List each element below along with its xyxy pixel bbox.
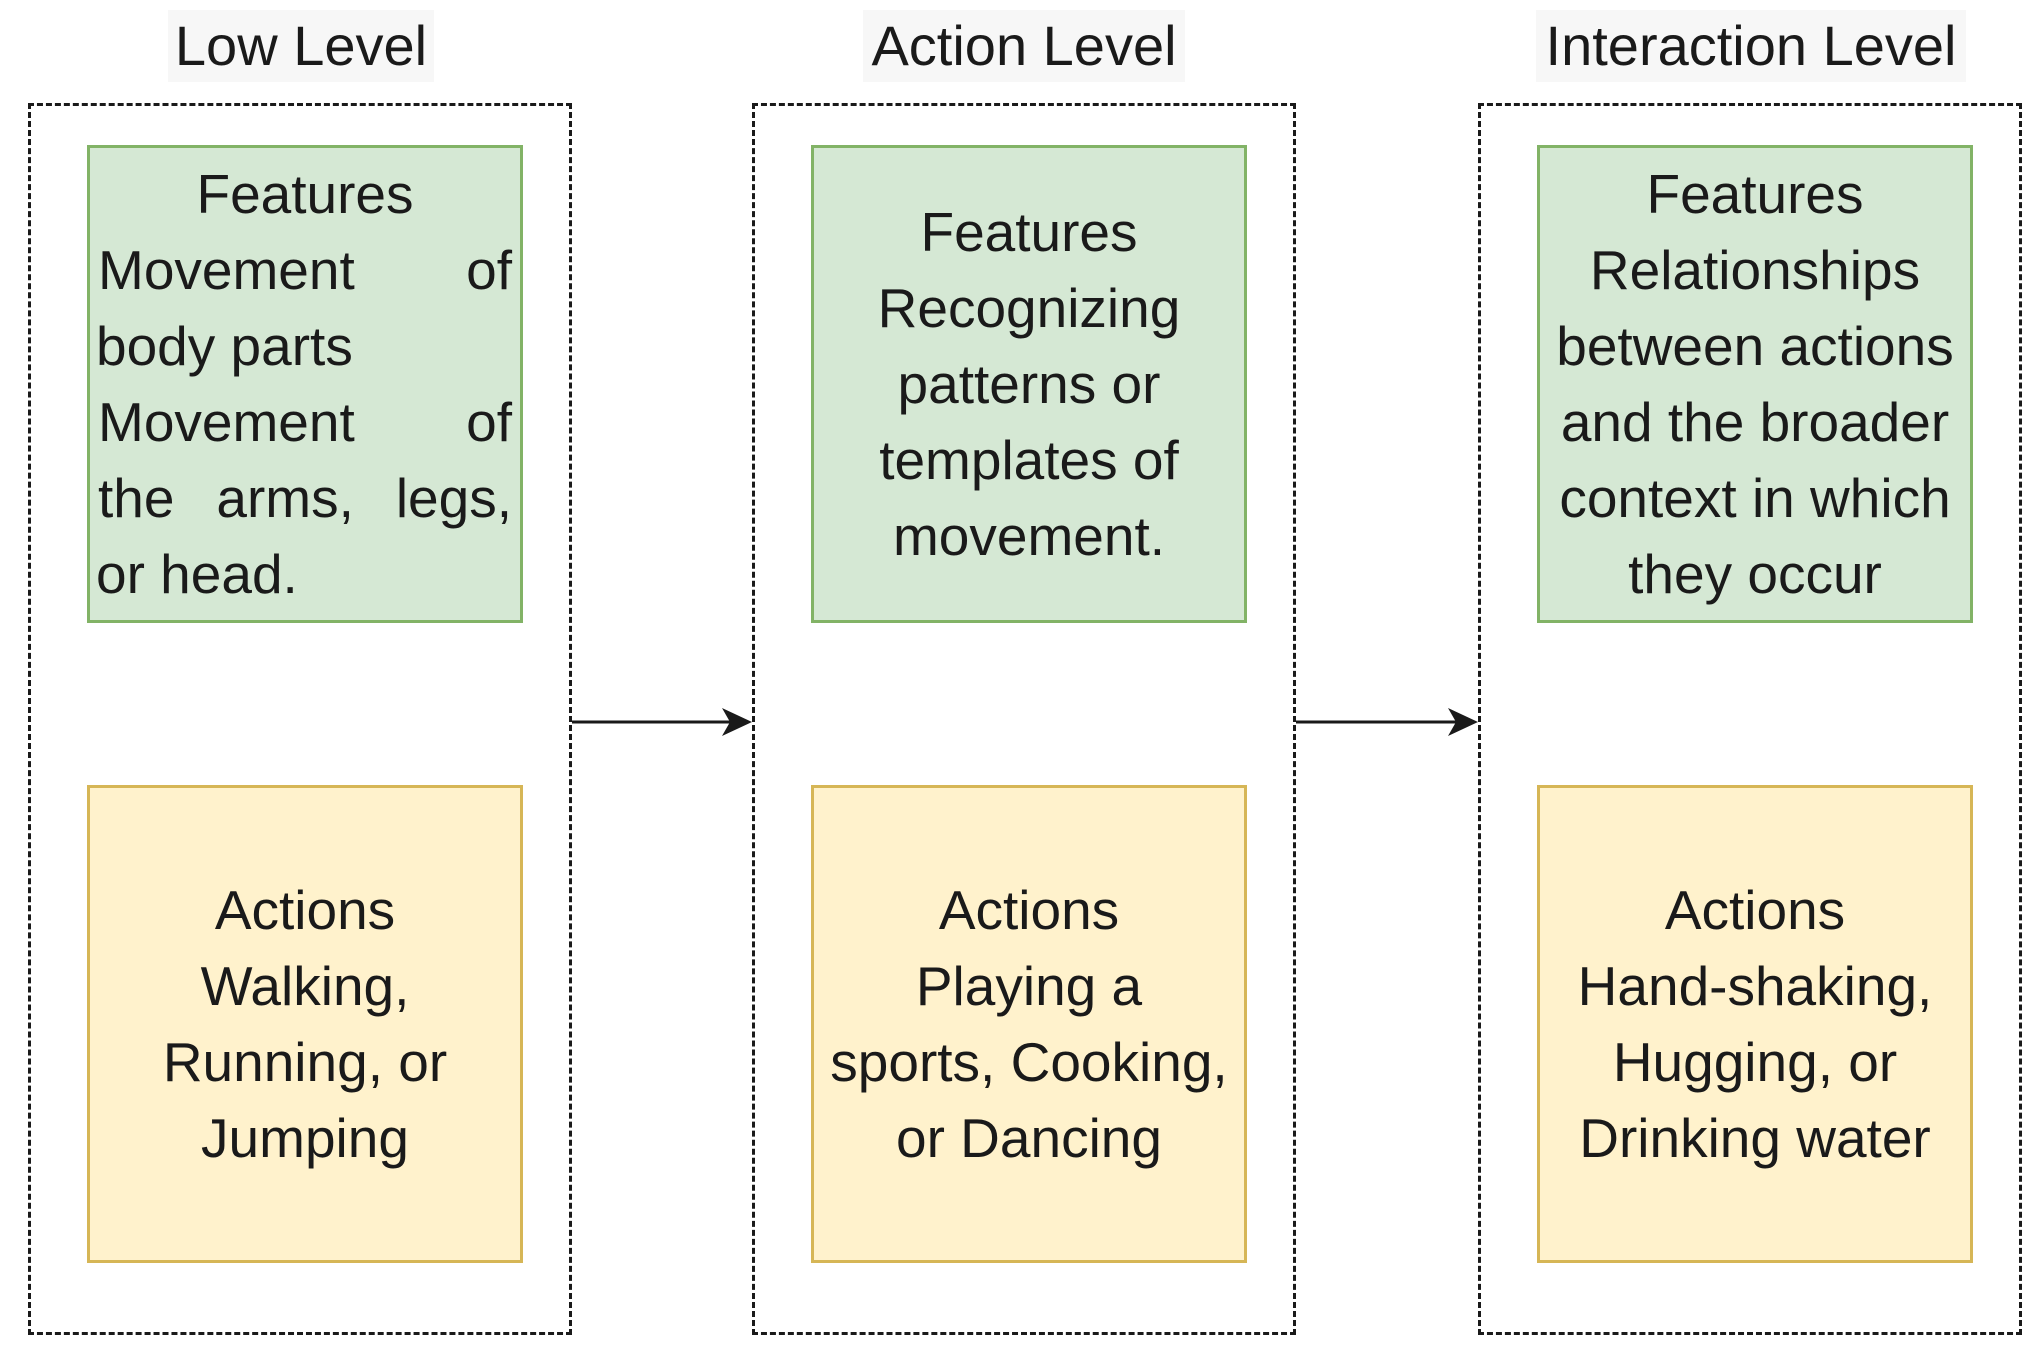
interaction-level-actions-box: Actions Hand-shaking, Hugging, or Drinki…: [1537, 785, 1973, 1263]
features-line: Relationships: [1589, 239, 1921, 301]
features-heading: Features: [920, 201, 1138, 263]
features-line: between actions: [1556, 315, 1954, 377]
features-line: movement.: [892, 505, 1166, 567]
actions-heading: Actions: [1664, 879, 1846, 941]
actions-line: Hugging, or: [1612, 1031, 1898, 1093]
interaction-level-features-box: Features Relationships between actions a…: [1537, 145, 1973, 623]
features-word: of: [466, 239, 512, 301]
features-word: the: [98, 467, 175, 529]
low-level-features-box: Features Movement of body parts Movement o…: [87, 145, 523, 623]
features-line: patterns or: [897, 353, 1161, 415]
arrow-action-to-interaction: [1296, 708, 1478, 736]
low-level-container: Features Movement of body parts Movement o…: [28, 103, 572, 1335]
actions-line: Playing a: [915, 955, 1143, 1017]
actions-line: Walking,: [200, 955, 410, 1017]
features-line: they occur: [1628, 543, 1882, 605]
action-level-container: Features Recognizing patterns or templat…: [752, 103, 1296, 1335]
actions-line: Drinking water: [1579, 1107, 1931, 1169]
features-word: Movement: [98, 391, 355, 453]
action-level-actions-box: Actions Playing a sports, Cooking, or Da…: [811, 785, 1247, 1263]
level-title-low: Low Level: [168, 10, 434, 82]
features-line: templates of: [879, 429, 1179, 491]
action-level-features-box: Features Recognizing patterns or templat…: [811, 145, 1247, 623]
features-line: context in which: [1559, 467, 1951, 529]
features-word: Movement: [98, 239, 355, 301]
features-heading: Features: [196, 163, 414, 225]
level-title-interaction: Interaction Level: [1536, 10, 1966, 82]
arrow-head-icon: [722, 708, 752, 736]
features-line: Movement of: [92, 232, 518, 308]
actions-heading: Actions: [214, 879, 396, 941]
actions-line: sports, Cooking,: [830, 1031, 1228, 1093]
arrow-head-icon: [1448, 708, 1478, 736]
low-level-actions-box: Actions Walking, Running, or Jumping: [87, 785, 523, 1263]
actions-line: Jumping: [201, 1107, 409, 1169]
arrow-low-to-action: [572, 708, 752, 736]
features-heading: Features: [1646, 163, 1864, 225]
features-line: Movement of: [92, 384, 518, 460]
features-line: and the broader: [1560, 391, 1950, 453]
features-word: legs,: [395, 467, 512, 529]
features-line: the arms, legs,: [92, 460, 518, 536]
actions-line: Hand-shaking,: [1577, 955, 1933, 1017]
level-title-action: Action Level: [863, 10, 1185, 82]
interaction-level-container: Features Relationships between actions a…: [1478, 103, 2022, 1335]
features-word: arms,: [216, 467, 354, 529]
actions-line: Running, or: [162, 1031, 448, 1093]
features-line: or head.: [96, 543, 298, 605]
features-line: Recognizing: [877, 277, 1181, 339]
features-line: body parts: [96, 315, 353, 377]
actions-heading: Actions: [938, 879, 1120, 941]
actions-line: or Dancing: [896, 1107, 1162, 1169]
features-word: of: [466, 391, 512, 453]
